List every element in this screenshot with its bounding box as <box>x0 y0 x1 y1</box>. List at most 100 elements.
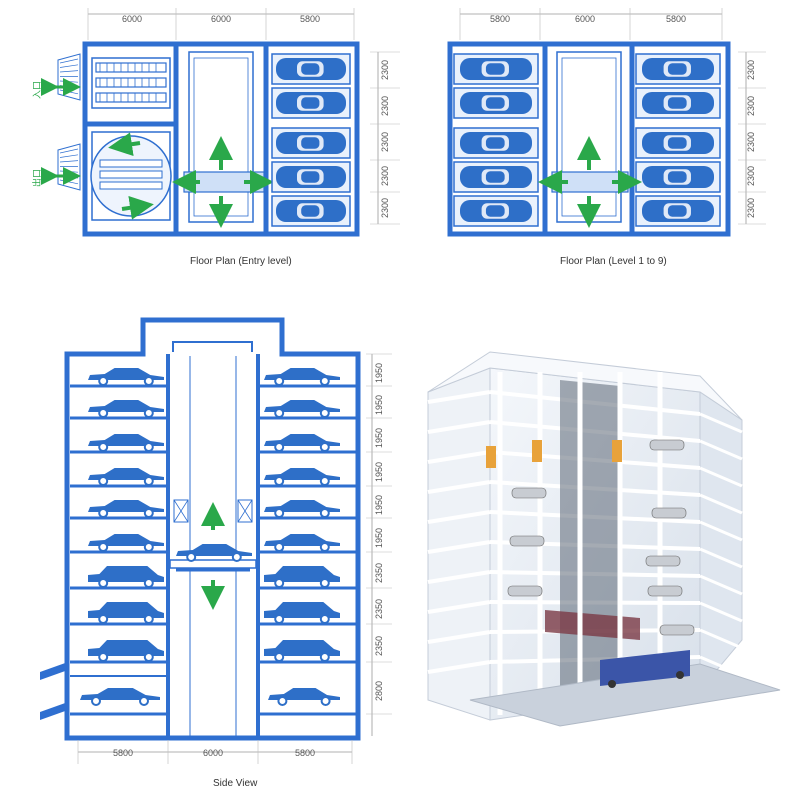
wheel <box>321 509 329 517</box>
dimension-label: 2300 <box>746 60 756 80</box>
car-icon <box>264 368 340 385</box>
car-roof-center <box>668 137 687 148</box>
car-roof-center <box>301 63 319 74</box>
dimension-label: 2300 <box>380 60 390 80</box>
dimension-label: 1950 <box>374 462 384 482</box>
lift-platform <box>170 560 256 568</box>
wheel <box>99 615 107 623</box>
car-icon <box>176 544 252 561</box>
render-lift-marker <box>486 446 496 468</box>
wheel <box>99 377 107 385</box>
car-icon <box>88 534 164 551</box>
wheel <box>275 509 283 517</box>
car-body <box>264 602 340 618</box>
dimension-label: 2300 <box>380 166 390 186</box>
wheel <box>676 671 684 679</box>
wheel <box>322 697 330 705</box>
render-lift-marker <box>612 440 622 462</box>
car-roof-center <box>301 171 319 182</box>
car-icon <box>264 468 340 485</box>
wheel <box>145 443 153 451</box>
wheel <box>275 477 283 485</box>
car-icon <box>264 534 340 551</box>
wheel <box>99 443 107 451</box>
car-body <box>88 640 164 656</box>
render-car <box>512 488 546 498</box>
car-icon <box>460 92 532 114</box>
turntable-roller <box>100 182 162 189</box>
car-icon <box>88 602 164 623</box>
wheel <box>321 477 329 485</box>
car-icon <box>264 640 340 661</box>
dimension-label: 1950 <box>374 395 384 415</box>
wheel <box>99 653 107 661</box>
render-car <box>650 440 684 450</box>
car-body <box>264 566 340 582</box>
dimension-label: 2300 <box>380 198 390 218</box>
car-icon <box>276 132 346 154</box>
wheel <box>278 697 286 705</box>
wheel <box>145 409 153 417</box>
wheel <box>275 409 283 417</box>
wheel <box>99 477 107 485</box>
render-car <box>508 586 542 596</box>
render-car <box>510 536 544 546</box>
car-icon <box>88 566 164 587</box>
dimension-label: 5800 <box>490 14 510 24</box>
car-icon <box>264 602 340 623</box>
lift-head <box>173 342 252 352</box>
car-icon <box>460 166 532 188</box>
car-icon <box>460 58 532 80</box>
level-plan-caption: Floor Plan (Level 1 to 9) <box>560 256 667 267</box>
car-roof-center <box>301 205 319 216</box>
car-roof-center <box>668 171 687 182</box>
car-icon <box>460 200 532 222</box>
wheel <box>321 409 329 417</box>
car-roof-center <box>486 137 505 148</box>
entrance-label: 入口 <box>32 81 43 99</box>
render-car <box>646 556 680 566</box>
wheel <box>145 543 153 551</box>
car-roof-center <box>301 97 319 108</box>
wheel <box>275 579 283 587</box>
wheel <box>99 543 107 551</box>
car-roof-center <box>486 97 505 108</box>
wheel <box>99 509 107 517</box>
car-icon <box>88 368 164 385</box>
wheel <box>275 543 283 551</box>
car-icon <box>642 132 714 154</box>
wheel <box>321 543 329 551</box>
car-body <box>264 640 340 656</box>
render-car <box>648 586 682 596</box>
dimension-label: 6000 <box>203 748 223 758</box>
dimension-label: 2300 <box>380 96 390 116</box>
car-body <box>88 602 164 618</box>
wheel <box>275 653 283 661</box>
car-icon <box>88 400 164 417</box>
dimension-label: 2300 <box>746 132 756 152</box>
car-icon <box>642 58 714 80</box>
wheel <box>321 615 329 623</box>
wheel <box>145 377 153 385</box>
car-body <box>88 566 164 582</box>
car-icon <box>88 468 164 485</box>
wheel <box>145 509 153 517</box>
dimension-label: 5800 <box>300 14 320 24</box>
render-shaft <box>560 380 620 706</box>
wheel <box>145 653 153 661</box>
dimension-label: 6000 <box>575 14 595 24</box>
car-icon <box>80 688 160 705</box>
car-icon <box>460 132 532 154</box>
wheel <box>145 615 153 623</box>
car-icon <box>88 640 164 661</box>
exit-label: 出口 <box>31 169 43 187</box>
wheel <box>275 615 283 623</box>
car-roof-center <box>668 63 687 74</box>
wheel <box>140 697 148 705</box>
side-view-diagram: 1950195019501950195019502350235023502800… <box>40 320 392 764</box>
car-roof-center <box>486 205 505 216</box>
dimension-label: 1950 <box>374 528 384 548</box>
